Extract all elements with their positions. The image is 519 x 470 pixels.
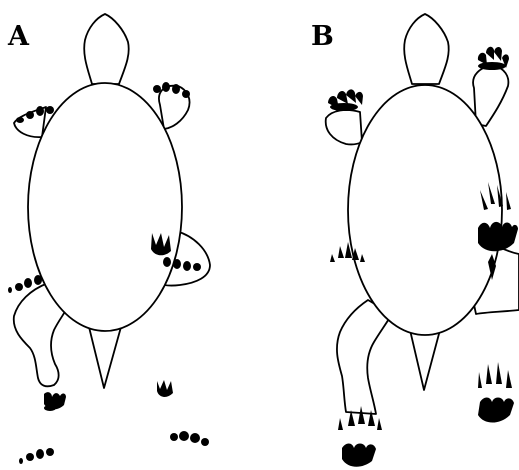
- panel-b-left-hind-leg: [337, 300, 392, 414]
- panel-b: B: [311, 14, 519, 467]
- panel-a-footprint-4: [19, 448, 54, 464]
- panel-a-footprint-1: [44, 392, 66, 411]
- panel-a-shell: [28, 83, 182, 331]
- panel-b-left-front-claws: [328, 89, 363, 111]
- panel-a-footprint-2: [157, 380, 173, 397]
- panel-b-tail: [410, 330, 440, 390]
- panel-b-footprint-1: [478, 362, 514, 423]
- panel-b-right-front-flipper: [473, 66, 508, 126]
- panel-b-right-front-claws: [478, 47, 509, 70]
- panel-a: A: [7, 14, 210, 464]
- panel-b-left-front-flipper: [326, 110, 362, 144]
- panel-b-shell: [348, 85, 502, 335]
- panel-a-label: A: [7, 21, 30, 52]
- panel-a-footprint-3: [170, 431, 209, 446]
- panel-a-head: [84, 14, 129, 84]
- panel-a-tail: [89, 327, 121, 388]
- panel-b-footprint-2: [342, 444, 376, 467]
- panel-b-head: [404, 14, 449, 84]
- panel-b-label: B: [311, 21, 334, 52]
